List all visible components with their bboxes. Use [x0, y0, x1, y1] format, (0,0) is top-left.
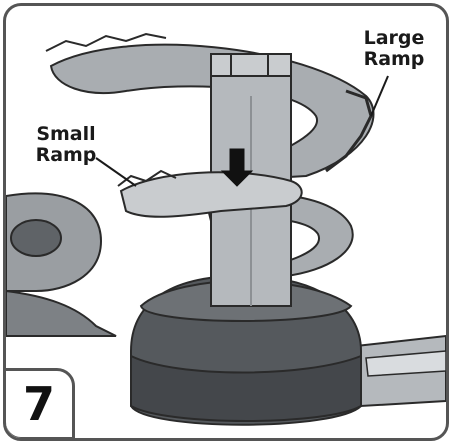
large-ramp-teeth [45, 32, 167, 52]
large-ramp-label-line2: Ramp [363, 48, 425, 70]
step-number: 7 [22, 377, 55, 431]
ramp-tower-illustration [6, 32, 446, 426]
right-track-groove [365, 350, 446, 377]
small-ramp-label-line2: Ramp [35, 144, 97, 166]
step-badge: 7 [6, 368, 75, 438]
small-ramp-leader [95, 157, 137, 187]
column-top [210, 53, 292, 77]
track-hole [10, 219, 62, 257]
left-track-lower [6, 289, 117, 337]
base-ring [130, 354, 362, 422]
large-ramp-rim [325, 89, 373, 173]
small-ramp-callout: Small Ramp [28, 124, 104, 166]
small-ramp-label-line1: Small [36, 123, 96, 145]
column-notches [230, 54, 269, 76]
illustration-frame: Small Ramp Large Ramp 7 [3, 3, 449, 441]
large-ramp-label-line1: Large [363, 27, 425, 49]
large-ramp-leader [370, 75, 389, 117]
small-ramp [119, 171, 303, 218]
down-arrow-icon [220, 148, 254, 187]
large-ramp-callout: Large Ramp [354, 28, 434, 70]
